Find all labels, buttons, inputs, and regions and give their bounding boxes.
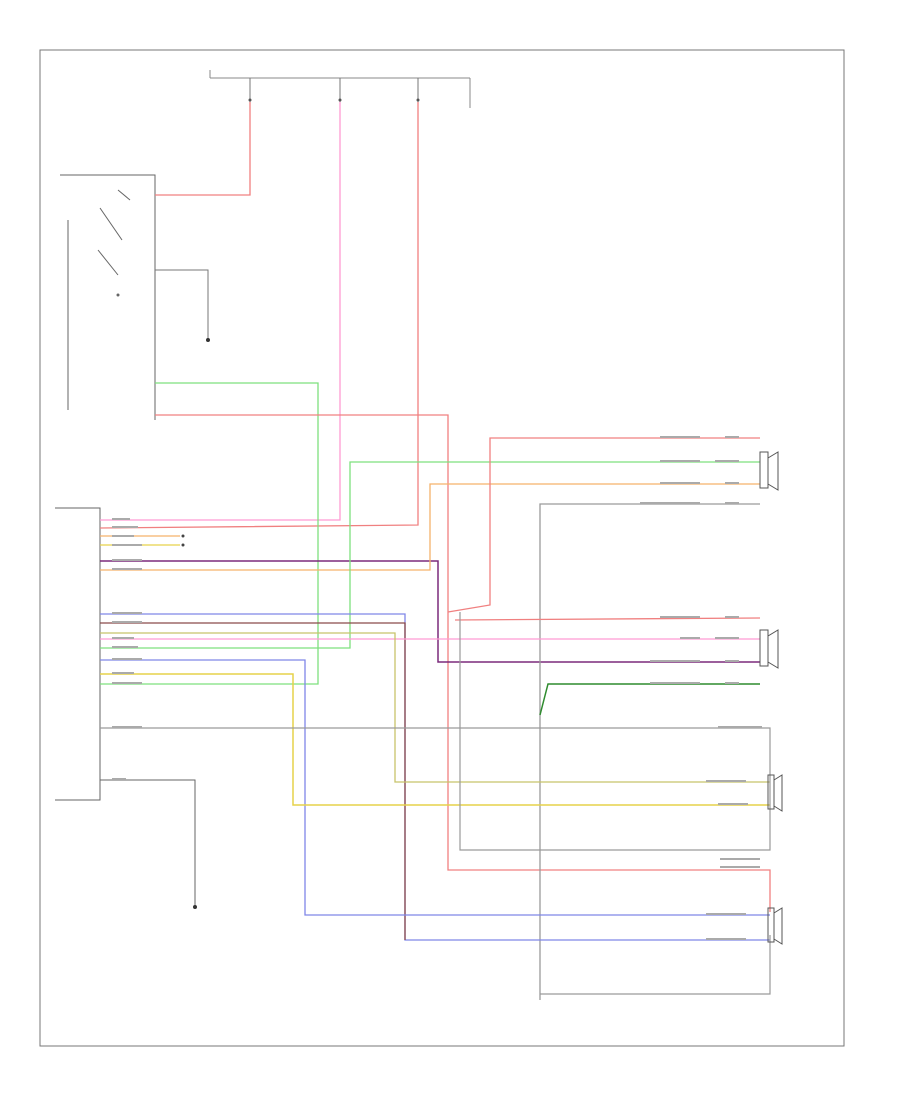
wire-ground-upper [155,269,210,342]
wire-green-lf [100,461,760,649]
diagram-frame [39,49,845,1047]
connector-pins [112,518,142,780]
wire-red-lf [447,437,760,613]
fuse-1 [248,78,252,102]
wire-gray-lr [100,612,771,851]
wire-brown-rr [100,622,406,940]
fuse-2 [338,78,342,102]
wire-red-power [155,102,251,196]
wire-pink-fuse2 [100,102,341,521]
main-module [60,174,156,420]
wire-orange-2 [100,483,760,571]
lower-module [55,507,101,801]
wire-dkgreen-rf [539,683,760,716]
wire-dark-ground [100,779,197,909]
wire-purple-1 [100,560,760,663]
wire-green-1 [100,382,319,685]
wire-blue-rr [100,659,770,916]
right-rear-speaker [767,907,783,945]
wire-red-fuse3 [99,102,419,529]
left-front-speaker [759,451,779,491]
wire-red-2 [155,414,771,912]
wire-blue-1 [100,613,770,941]
left-rear-speaker [767,774,783,812]
wire-gray-bottom [540,935,771,995]
wire-olive-lr [100,632,770,783]
wire-gray-lf [539,503,760,1000]
fuse-3 [416,78,420,102]
wire-yellow-lr [100,673,770,806]
speaker-pin-tags [640,436,762,940]
wire-red-rf [454,617,761,621]
right-front-speaker [759,629,779,669]
